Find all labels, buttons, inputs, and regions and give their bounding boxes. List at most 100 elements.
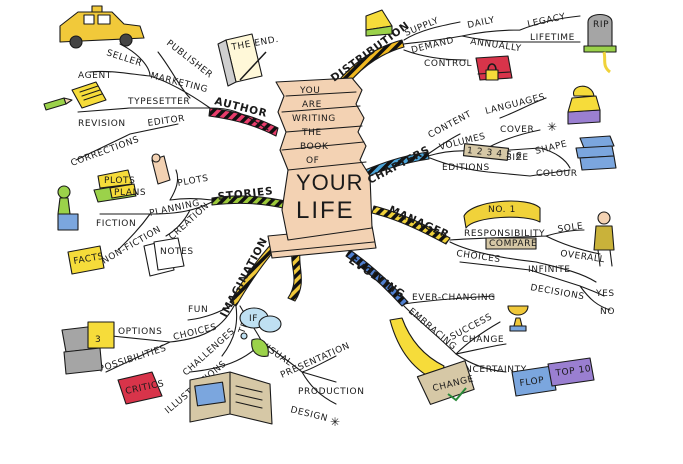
page-lines [281, 91, 367, 171]
agent-label: AGENT [78, 71, 112, 81]
yes-label: YES [595, 289, 615, 299]
supply-label: SUPPLY [403, 16, 440, 39]
green-leaf-icon [251, 338, 269, 357]
sole-label: SOLE [557, 221, 584, 235]
badge-text: NO. 1 [488, 205, 516, 215]
top-ten-books-icon: FLOP TOP 10 [511, 357, 595, 397]
notes-stack-icon: PLOTS PLANS [93, 169, 146, 203]
typesetter-label: TYPESETTER [127, 97, 190, 107]
legacy-label: LEGACY [527, 12, 567, 30]
book-line-2: ARE [302, 100, 322, 110]
chapters-branch-stripe [359, 151, 430, 179]
embracing-hand-icon: CHANGE [389, 317, 475, 405]
imagination-lines [105, 303, 337, 405]
taxi-icon [59, 5, 145, 49]
flop-text: FLOP [519, 376, 545, 389]
author-branch-stripe [208, 107, 279, 137]
uncertainty-label: UNCERTAINTY [458, 365, 527, 375]
finished-book-icon: THE END. [217, 33, 280, 87]
ever-changing-label: EVER-CHANGING [412, 293, 496, 303]
no-label: NO [600, 307, 615, 317]
thought-cloud-icon: IF [239, 307, 282, 340]
page-stack [275, 77, 373, 241]
decisions-label: DECISIONS [529, 283, 585, 302]
chapters-lines [427, 97, 571, 177]
critics-book-icon: CRITICS [117, 371, 165, 405]
sparkle-icon-bottom: ✳ [330, 415, 340, 429]
manager-figure-icon [593, 211, 615, 267]
facts-box-icon: FACTS [67, 245, 105, 275]
book-stack-icon [575, 135, 617, 171]
change-label: CHANGE [462, 335, 504, 345]
colour-label: COLOUR [536, 169, 578, 179]
revision-label: REVISION [78, 119, 126, 129]
document-icon [71, 81, 107, 109]
alien-icon [57, 185, 79, 231]
size-label: SIZE [506, 153, 529, 163]
infinite-label: INFINITE [528, 265, 571, 275]
imagination-branch-stripe [229, 239, 281, 307]
bottom-book-pages [271, 241, 375, 253]
tombstone-text: RIP [593, 20, 609, 30]
compare-strip-icon: COMPARE [485, 237, 537, 250]
editions-label: EDITIONS [442, 163, 490, 173]
book-line-5: BOOK [300, 142, 329, 152]
book-line-1: YOU [299, 86, 320, 96]
compare-strip-text: COMPARE [489, 239, 537, 249]
plots-label: PLOTS [177, 174, 210, 189]
smiley-book-icon [567, 85, 601, 125]
note-notes: NOTES [160, 247, 194, 257]
seller-label: SELLER [105, 48, 143, 69]
annually-label: ANNUALLY [470, 37, 522, 54]
manager-label: MANAGER [387, 204, 451, 241]
corrections-label: CORRECTIONS [70, 135, 141, 169]
bookmark-ribbon [287, 251, 302, 302]
marketing-label: MARKETING [149, 71, 209, 95]
responsibility-label: RESPONSIBILITY [464, 229, 545, 239]
book-title-life: LIFE [296, 197, 355, 224]
author-lines [75, 43, 269, 161]
note-plans: PLANS [114, 188, 146, 198]
book-line-4: THE [301, 128, 322, 138]
distribution-lines [403, 15, 581, 61]
options-label: OPTIONS [118, 327, 162, 337]
distribution-branch-stripe [335, 39, 405, 91]
evolving-branch-stripe [345, 249, 409, 307]
tombstone-icon: RIP [583, 13, 617, 74]
cloud-text: IF [249, 314, 258, 324]
publisher-label: PUBLISHER [164, 38, 214, 80]
cheese-icon [365, 9, 393, 37]
number-one-badge-icon: NO. 1 [463, 200, 541, 229]
production-label: PRODUCTION [298, 387, 365, 397]
daily-label: DAILY [467, 15, 496, 31]
manager-branch-stripe [371, 205, 451, 245]
pencil-icon [43, 97, 73, 111]
control-label: CONTROL [424, 59, 472, 69]
choices-imagination-label: CHOICES [172, 322, 218, 343]
imagination-label: IMAGINATION [218, 235, 270, 319]
book-line-6: OF [306, 156, 319, 166]
locked-book-icon [475, 55, 513, 81]
shape-label: SHAPE [534, 139, 568, 157]
evolving-lines [403, 295, 507, 373]
central-book: YOU ARE WRITING THE BOOK OF YOUR LIFE [267, 77, 377, 259]
open-book-icon [189, 371, 273, 425]
stories-label: STORIES [217, 185, 274, 203]
design-label: DESIGN [289, 405, 329, 424]
note-plots: PLOTS [104, 176, 135, 186]
trophy-icon [507, 305, 529, 332]
cover-label: COVER [500, 125, 534, 135]
dice-book-icon: 3 [61, 321, 115, 375]
book-line-3: WRITING [292, 114, 336, 124]
scroll-icon [151, 153, 171, 185]
chapters-branch: CHAPTERS CONTENT VOLUMES LANGUAGES COVER… [366, 92, 578, 187]
chapters-label: CHAPTERS [366, 144, 432, 187]
fun-label: FUN [188, 305, 208, 315]
stories-lines [99, 169, 213, 251]
dice-number: 3 [95, 335, 101, 345]
demand-label: DEMAND [410, 36, 455, 56]
notes-papers-icon: NOTES [143, 237, 194, 277]
fiction-label: FICTION [96, 219, 136, 229]
volume-strip-icon: 1 2 3 4 5 6 [462, 143, 522, 162]
